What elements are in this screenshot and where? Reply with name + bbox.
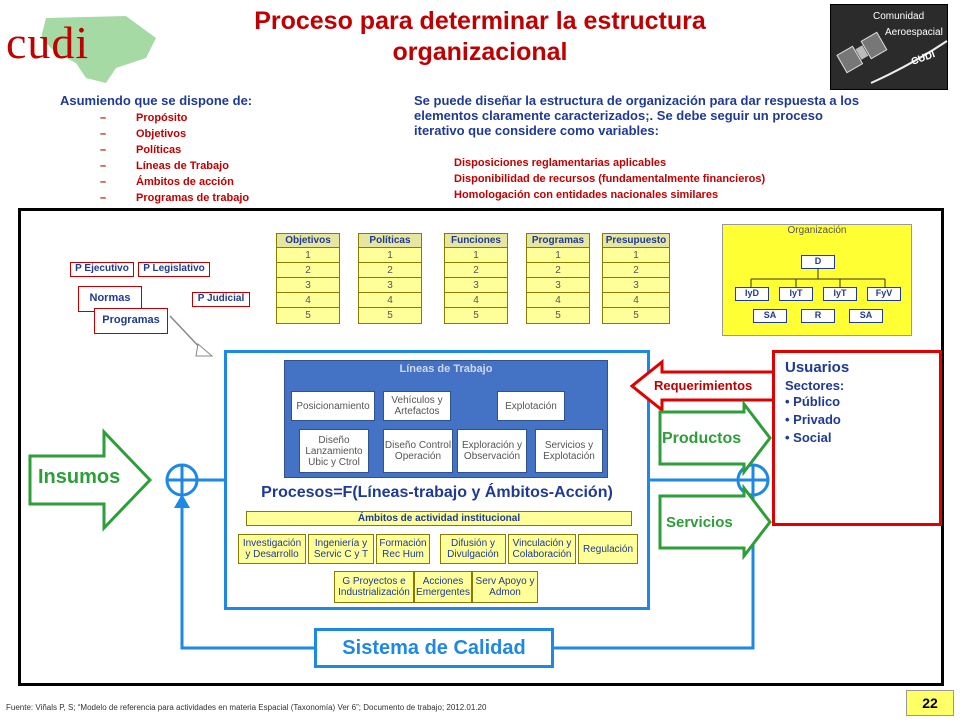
cudi-logo: cudi [6,8,176,88]
ambito-item: Ingeniería y Servic C y T [308,534,374,564]
org-node-d: D [801,255,835,269]
ambito-item: Serv Apoyo y Admon [472,571,538,603]
linea-item: Diseño Control Operación [383,429,453,473]
org-node: IyT [823,287,857,301]
lineas-title: Líneas de Trabajo [399,363,493,375]
list-item: –Ámbitos de acción [100,176,234,188]
page-number: 22 [906,690,954,716]
usuarios-item: • Público [785,394,841,409]
ambitos-header: Ámbitos de actividad institucional [246,511,632,526]
ambito-item: Vinculación y Colaboración [508,534,576,564]
procesos-formula: Procesos=F(Líneas-trabajo y Ámbitos-Acci… [261,484,613,501]
page-title: Proceso para determinar la estructura or… [254,7,706,66]
programas-doc: Programas [94,308,168,334]
lineas-trabajo-panel: Líneas de Trabajo Posicionamiento Vehícu… [284,360,608,478]
arrowhead-icon [195,343,214,357]
insumos-arrow [28,428,153,532]
cudi-logo-text: cudi [6,17,90,68]
org-node: IyD [735,287,769,301]
design-paragraph: Se puede diseñar la estructura de organi… [414,93,860,138]
p-legislativo-box: P Legislativo [138,262,210,277]
org-chart-lines [750,269,886,287]
servicios-label: Servicios [666,514,733,531]
ambito-item: Formación Rec Hum [376,534,430,564]
org-node: SA [753,309,787,323]
process-box [224,350,650,610]
linea-item: Posicionamiento [291,391,375,421]
source-footer: Fuente: Viñals P, S; “Modelo de referenc… [6,703,487,712]
org-chart-title: Organización [787,225,847,236]
usuarios-title: Usuarios [785,359,850,376]
list-item: –Objetivos [100,128,187,140]
ambito-item: G Proyectos e Industrialización [334,571,414,603]
org-node: IyT [779,287,813,301]
productos-arrow [658,399,772,477]
list-item: Disponibilidad de recursos (fundamentalm… [454,173,766,185]
usuarios-item: • Privado [785,412,841,427]
linea-item: Diseño Lanzamiento Ubic y Ctrol [299,429,369,473]
sistema-calidad-box: Sistema de Calidad [314,628,554,668]
comunidad-aeroespacial-logo: Comunidad Aeroespacial CUDI [830,4,948,90]
satellite-icon [836,31,948,84]
ambito-item: Acciones Emergentes [414,571,472,603]
feedback-arrowhead-icon [174,494,190,508]
list-item: Homologación con entidades nacionales si… [454,189,719,201]
linea-item: Exploración y Observación [457,429,527,473]
p-ejecutivo-box: P Ejecutivo [70,262,134,277]
logo-line-1: Comunidad [873,11,925,22]
assumptions-heading: Asumiendo que se dispone de: [60,93,253,108]
linea-item: Vehículos y Artefactos [383,391,451,421]
list-item: Disposiciones reglamentarias aplicables [454,157,667,169]
list-item: –Propósito [100,112,188,124]
list-item: –Políticas [100,144,182,156]
requerimientos-arrow [629,358,772,414]
logo-line-2: Aeroespacial [885,27,943,38]
servicios-arrow [658,483,772,561]
linea-item: Explotación [497,391,565,421]
assumptions-list: –Propósito –Objetivos –Políticas –Líneas… [100,110,249,206]
p-judicial-box: P Judicial [192,292,250,307]
ambito-item: Regulación [578,534,638,564]
ambito-item: Investigación y Desarrollo [238,534,306,564]
list-item: –Programas de trabajo [100,192,250,204]
ambito-item: Difusión y Divulgación [440,534,506,564]
list-item: –Líneas de Trabajo [100,160,229,172]
usuarios-subtitle: Sectores: [785,378,845,393]
usuarios-item: • Social [785,430,832,445]
org-chart: Organización D IyD IyT IyT FyV SA R SA [722,224,912,336]
variables-list: Disposiciones reglamentarias aplicables … [454,155,765,203]
usuarios-box: Usuarios Sectores: • Público • Privado •… [772,350,942,526]
org-node: SA [849,309,883,323]
normas-doc: Normas [78,286,142,312]
linea-item: Servicios y Explotación [535,429,603,473]
requerimientos-label: Requerimientos [654,378,753,393]
org-node: R [801,309,835,323]
org-node: FyV [867,287,901,301]
diagram-frame [18,208,944,686]
insumos-label: Insumos [38,466,121,488]
mexico-map-icon [41,16,156,83]
productos-label: Productos [662,430,742,447]
